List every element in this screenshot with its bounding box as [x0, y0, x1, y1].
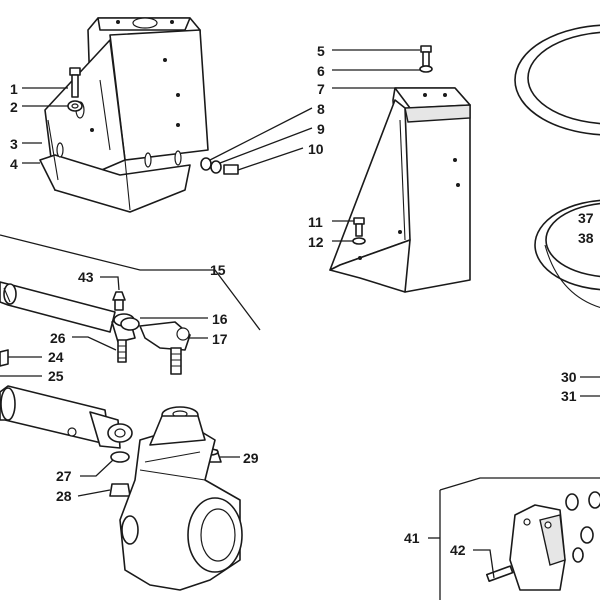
- callout-25: 25: [48, 368, 64, 384]
- bolt-11-washer-12: [352, 217, 366, 245]
- callout-41: 41: [404, 530, 420, 546]
- leader-lines: [0, 49, 600, 579]
- callout-15: 15: [210, 262, 226, 278]
- callout-labels: 1 2 3 4 5 6 7 8 9 10 11 12 15 16 17 24 2…: [10, 43, 594, 558]
- ball-joint-16-17: [120, 317, 191, 375]
- callout-10: 10: [308, 141, 324, 157]
- detail-inset-41: [439, 477, 600, 600]
- steering-cylinder-lower: [0, 385, 133, 449]
- callout-6: 6: [317, 63, 325, 79]
- callout-28: 28: [56, 488, 72, 504]
- bolt-1: [69, 67, 81, 98]
- callout-30: 30: [561, 369, 577, 385]
- washer-2: [67, 100, 83, 112]
- callout-9: 9: [317, 121, 325, 137]
- callout-4: 4: [10, 156, 18, 172]
- washers-8-9-bolt-10: [200, 157, 239, 175]
- callout-2: 2: [10, 99, 18, 115]
- callout-42: 42: [450, 542, 466, 558]
- callout-24: 24: [48, 349, 64, 365]
- callout-12: 12: [308, 234, 324, 250]
- callout-37: 37: [578, 210, 594, 226]
- callout-27: 27: [56, 468, 72, 484]
- callout-26: 26: [50, 330, 66, 346]
- callout-29: 29: [243, 450, 259, 466]
- callout-17: 17: [212, 331, 228, 347]
- bracket-upright: [329, 87, 471, 293]
- grease-nipple-43: [112, 291, 126, 311]
- washer-27-nut-28: [109, 451, 131, 497]
- callout-3: 3: [10, 136, 18, 152]
- bracket-left: [39, 17, 209, 213]
- callout-11: 11: [308, 214, 323, 230]
- callout-8: 8: [317, 101, 325, 117]
- bolt-5-washer-6: [419, 45, 433, 73]
- callout-1: 1: [10, 81, 18, 97]
- bushing-24: [0, 349, 9, 367]
- steering-knuckle: [119, 406, 243, 591]
- callout-38: 38: [578, 230, 594, 246]
- steering-cylinder-upper: [0, 281, 116, 333]
- ring-seal-large: [514, 24, 600, 136]
- callout-31: 31: [561, 388, 577, 404]
- ring-seal-37-38: [534, 199, 600, 308]
- callout-7: 7: [317, 81, 325, 97]
- callout-5: 5: [317, 43, 325, 59]
- callout-16: 16: [212, 311, 228, 327]
- callout-43: 43: [78, 269, 94, 285]
